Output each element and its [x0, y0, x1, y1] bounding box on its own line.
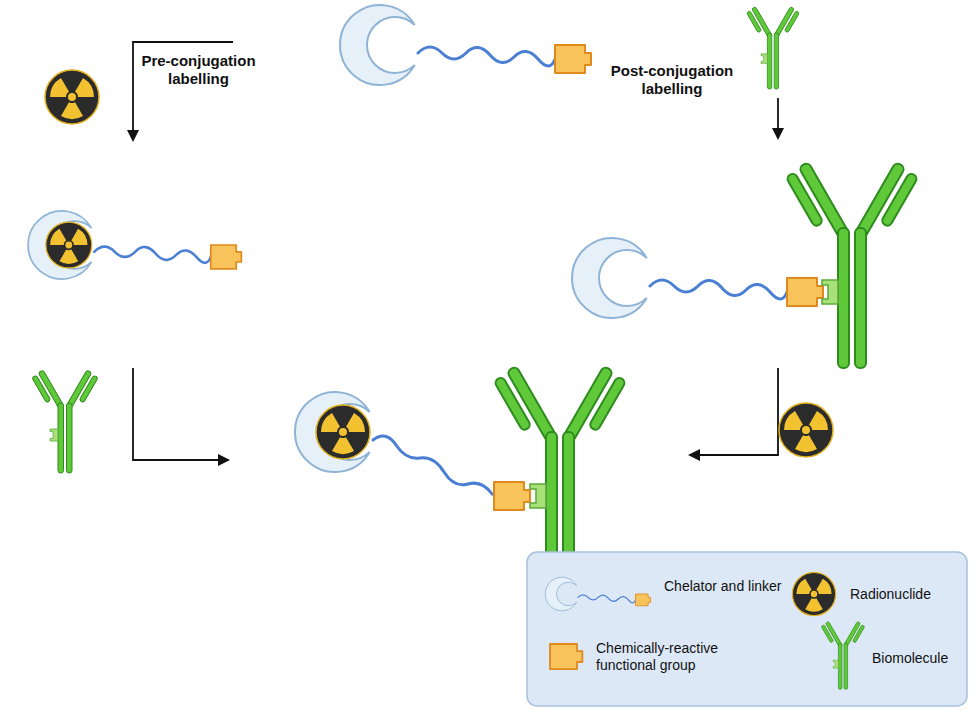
- step-label: Post-conjugation labelling: [608, 62, 736, 98]
- chelator-linker: [340, 5, 591, 85]
- radionuclide: [45, 70, 99, 124]
- legend-text: Biomolecule: [872, 650, 964, 667]
- legend-text: Radionuclide: [850, 586, 960, 603]
- legend-chelator-icon: [545, 577, 650, 611]
- legend-text: Chemically-reactive functional group: [596, 640, 766, 674]
- biomolecule: [746, 7, 800, 89]
- legend-functional-group-icon: [550, 644, 582, 669]
- biomolecule: [785, 162, 919, 368]
- process-arrow: [777, 98, 779, 138]
- legend-text: Chelator and linker: [664, 578, 782, 595]
- process-arrow: [690, 368, 778, 455]
- labelled-chelator: [28, 211, 241, 279]
- radionuclide: [779, 403, 833, 457]
- process-arrow: [133, 368, 228, 460]
- step-label: Pre-conjugation labelling: [136, 52, 261, 88]
- chelator-linker: [572, 238, 823, 318]
- legend-radionuclide-icon: [792, 572, 835, 615]
- legend-biomolecule-icon: [821, 621, 865, 689]
- radioconjugate: [295, 366, 627, 572]
- biomolecule: [31, 370, 98, 473]
- legend-panel: [527, 552, 967, 706]
